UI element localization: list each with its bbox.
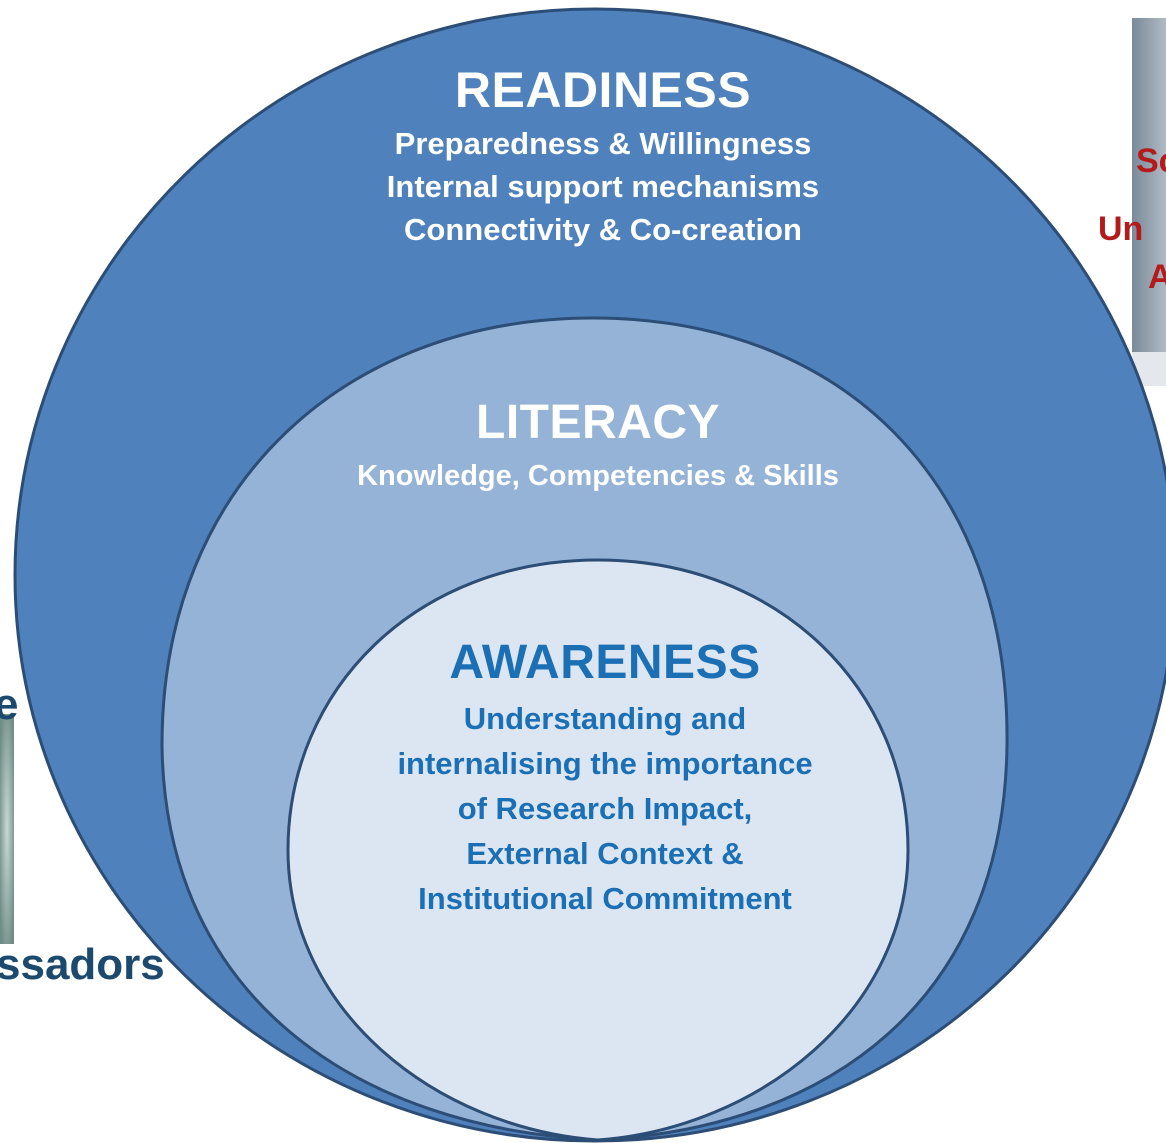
- readiness-title: READINESS: [454, 62, 752, 118]
- right-fragment-1: Sc: [1136, 142, 1166, 180]
- left-background-image: [0, 714, 14, 944]
- awareness-ring: [286, 558, 910, 1142]
- awareness-text-block: AWARENESS Understanding and internalisin…: [330, 630, 880, 921]
- readiness-text-block: READINESS Preparedness & Willingness Int…: [283, 58, 923, 251]
- right-background-image: [1132, 18, 1166, 386]
- readiness-line-2: Internal support mechanisms: [386, 169, 820, 204]
- literacy-line-1: Knowledge, Competencies & Skills: [357, 460, 839, 492]
- right-fragment-2: Un: [1098, 210, 1144, 248]
- left-fragment-2: ssadors: [0, 940, 165, 989]
- readiness-line-3: Connectivity & Co-creation: [404, 212, 802, 247]
- awareness-line-2: internalising the importance: [397, 746, 813, 781]
- literacy-title: LITERACY: [476, 396, 720, 449]
- awareness-line-5: Institutional Commitment: [418, 881, 792, 916]
- awareness-line-3: of Research Impact,: [457, 791, 753, 826]
- readiness-line-1: Preparedness & Willingness: [394, 126, 812, 161]
- literacy-text-block: LITERACY Knowledge, Competencies & Skill…: [253, 390, 943, 496]
- awareness-line-1: Understanding and: [463, 701, 747, 736]
- right-fragment-3: A: [1148, 258, 1166, 296]
- awareness-title: AWARENESS: [449, 636, 761, 689]
- left-fragment-1: e: [0, 680, 19, 729]
- awareness-line-4: External Context &: [466, 836, 744, 871]
